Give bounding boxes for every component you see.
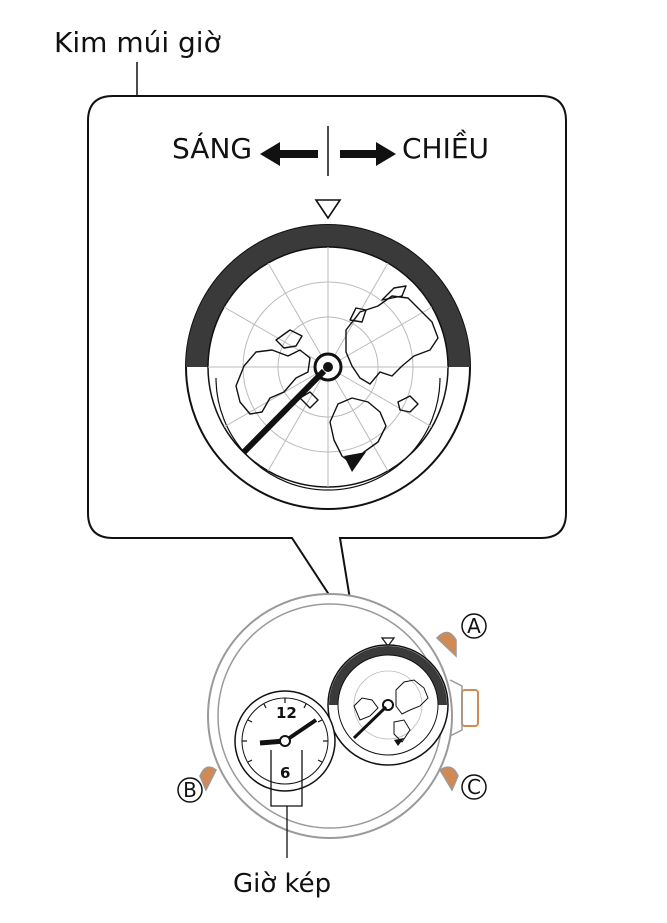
crown — [461, 689, 479, 727]
world-dial-small — [327, 637, 449, 766]
pm-label: CHIỀU — [402, 128, 489, 165]
night-band — [186, 225, 470, 367]
dial-number-6: 6 — [280, 764, 290, 782]
button-b-letter: B — [183, 778, 197, 802]
hour-hand — [241, 368, 327, 455]
button-b-body — [199, 766, 217, 792]
dual-time-dial: 12 6 — [234, 690, 336, 792]
triangle-down-outline-icon — [380, 637, 396, 647]
am-label: SÁNG — [172, 131, 252, 165]
button-a-letter: A — [467, 614, 481, 638]
button-c-marker: C — [461, 774, 487, 800]
dial-number-12: 12 — [276, 704, 297, 722]
button-c-body — [438, 766, 459, 792]
world-dial-large — [185, 224, 471, 510]
button-a-marker: A — [461, 613, 487, 639]
button-a-body — [435, 631, 457, 658]
arrow-left-icon — [260, 142, 318, 166]
button-b-marker: B — [177, 777, 203, 803]
world-map — [235, 285, 439, 465]
triangle-down-filled-icon — [344, 452, 366, 472]
minute-hand — [283, 718, 318, 743]
arrow-right-icon — [340, 142, 396, 166]
hour-hand-small — [352, 705, 388, 740]
button-c-letter: C — [467, 775, 481, 799]
triangle-down-outline-icon — [314, 199, 342, 220]
dual-time-label: Giờ kép — [233, 869, 331, 899]
hour-hand-label: Kim múi giờ — [54, 26, 221, 59]
